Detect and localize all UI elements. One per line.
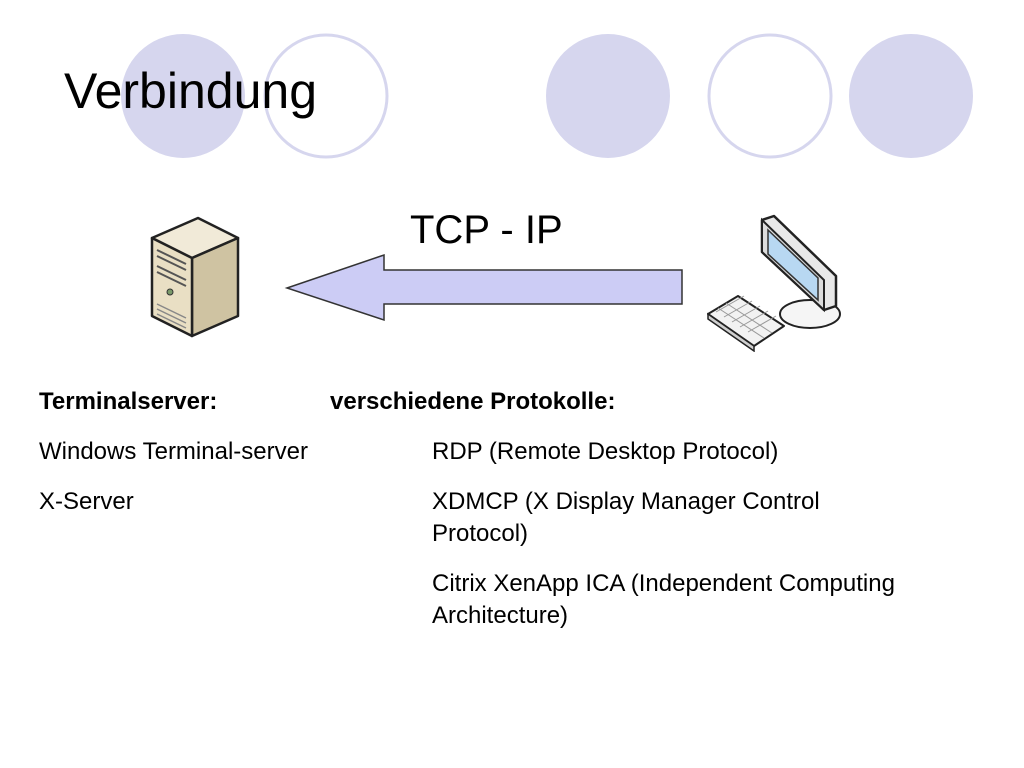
list-item: RDP (Remote Desktop Protocol) [432, 438, 779, 465]
header-decoration [121, 33, 973, 159]
connection-arrow [284, 253, 683, 322]
protocols-heading: verschiedene Protokolle: [330, 388, 616, 415]
deco-circle-filled [849, 34, 973, 158]
slide-title: Verbindung [64, 63, 318, 119]
deco-circle-filled [546, 34, 670, 158]
protocols-column: verschiedene Protokolle: RDP (Remote Des… [330, 386, 950, 650]
desktop-computer-icon [707, 214, 841, 352]
list-item: X-Server [39, 488, 134, 515]
deco-circle-outline [707, 33, 833, 159]
list-item: Citrix XenApp ICA (Independent Computing… [432, 570, 895, 629]
terminalserver-column: Terminalserver: Windows Terminal-server … [39, 386, 309, 536]
protocol-label: TCP - IP [410, 208, 563, 252]
deco-circle-outline [263, 33, 389, 159]
deco-circle-filled [121, 34, 245, 158]
terminalserver-heading: Terminalserver: [39, 388, 218, 415]
list-item: Windows Terminal-server [39, 438, 308, 465]
list-item: XDMCP (X Display Manager Control Protoco… [432, 488, 820, 547]
server-tower-icon [150, 216, 240, 338]
